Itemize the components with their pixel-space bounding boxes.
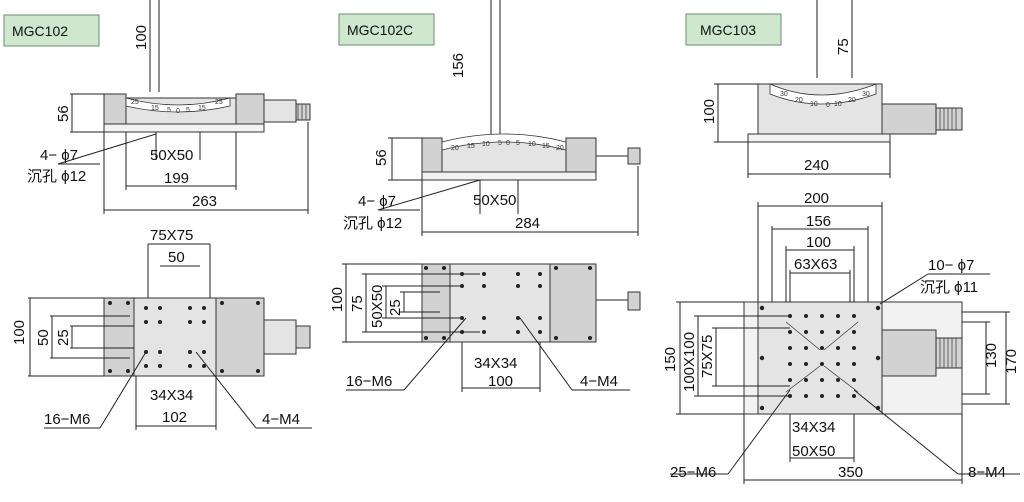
mgc103-top-h3: 75X75: [699, 335, 716, 378]
mgc102c-total-width: 284: [515, 215, 540, 232]
mgc102-total-width: 263: [192, 193, 217, 210]
mgc102-top-h2: 25: [55, 329, 72, 346]
svg-text:20: 20: [451, 145, 459, 152]
svg-text:10: 10: [834, 101, 842, 108]
svg-text:20: 20: [556, 145, 564, 152]
svg-text:0: 0: [176, 108, 180, 115]
mgc103-top-h2: 100X100: [681, 332, 698, 392]
mgc102c-top-view: 100 75 50X50 25 34X34 100 16−M6 4−M4: [329, 263, 641, 392]
mgc102-top-tap1: 16−M6: [44, 411, 90, 428]
mgc102-side-view: 100 25 15 5 0 5 15 25 56 4− ϕ7 沉孔 ϕ12 50…: [27, 0, 311, 214]
mgc102c-top-h2: 75: [349, 295, 366, 312]
mgc103-top-w2: 156: [806, 213, 831, 230]
mgc102-height-above: 100: [133, 25, 150, 50]
mgc103-top-w1: 200: [804, 190, 829, 207]
mgc102c-top-h3: 50X50: [369, 285, 386, 328]
svg-text:15: 15: [198, 105, 206, 112]
mgc103-top-pattern3: 50X50: [792, 443, 835, 460]
mgc103-top-counterbore: 沉孔 ϕ11: [920, 279, 978, 296]
svg-text:30: 30: [780, 91, 788, 98]
svg-text:25: 25: [215, 99, 223, 106]
svg-text:30: 30: [862, 91, 870, 98]
svg-text:5: 5: [186, 107, 190, 114]
mgc102c-top-h4: 25: [387, 299, 404, 316]
svg-text:10: 10: [528, 141, 536, 148]
mgc102c-holes: 4− ϕ7: [358, 193, 396, 210]
mgc103-top-tap2: 8−M4: [968, 464, 1006, 481]
mgc102-top-view: 75X75 50 100 50 25 34X34 102 16−M6 4−M4: [11, 227, 312, 430]
mgc102c-top-width: 100: [488, 373, 513, 390]
mgc102c-top-pattern3: 34X34: [474, 355, 517, 372]
mgc102-top-pattern2: 50: [168, 249, 185, 266]
mgc102c-pattern: 50X50: [473, 192, 516, 209]
mgc103-width: 240: [804, 157, 829, 174]
svg-text:15: 15: [151, 105, 159, 112]
mgc102-inner-width: 199: [164, 170, 189, 187]
svg-text:10: 10: [810, 101, 818, 108]
mgc102-top-height: 100: [11, 320, 28, 345]
mgc102c-height: 56: [373, 149, 390, 166]
model-label-mgc103: MGC103: [700, 22, 756, 38]
mgc103-top-h5: 170: [1003, 349, 1020, 374]
mgc103-top-holes: 10− ϕ7: [928, 257, 974, 274]
mgc102-top-tap2: 4−M4: [262, 411, 300, 428]
svg-text:5: 5: [167, 107, 171, 114]
mgc102-pattern: 50X50: [150, 147, 193, 164]
mgc103-height: 100: [701, 99, 718, 124]
svg-text:5: 5: [516, 140, 520, 147]
svg-text:5: 5: [498, 140, 502, 147]
mgc103-top-pattern2: 34X34: [792, 419, 835, 436]
mgc102-top-pattern1: 75X75: [150, 227, 193, 244]
mgc102c-counterbore: 沉孔 ϕ12: [343, 215, 402, 232]
mgc102-top-h1: 50: [35, 329, 52, 346]
mgc103-top-h4: 130: [983, 343, 1000, 368]
mgc103-top-view: 200 156 100 63X63 10− ϕ7 沉孔 ϕ11 150 100X…: [662, 190, 1020, 484]
mgc102-top-width: 102: [162, 409, 187, 426]
mgc103-top-tap1: 25−M6: [670, 464, 716, 481]
mgc102-holes: 4− ϕ7: [40, 147, 78, 164]
mgc103-top-width: 350: [838, 464, 863, 481]
model-tag-mgc102: MGC102: [3, 14, 100, 47]
model-tag-mgc102c: MGC102C: [338, 13, 435, 46]
svg-text:0: 0: [826, 102, 830, 109]
mgc103-height-above: 75: [835, 38, 852, 55]
model-label-mgc102c: MGC102C: [347, 22, 413, 38]
mgc102c-top-h1: 100: [329, 287, 346, 312]
svg-text:20: 20: [848, 97, 856, 104]
mgc103-top-h1: 150: [662, 347, 679, 372]
model-tag-mgc103: MGC103: [685, 13, 782, 46]
svg-text:0: 0: [506, 140, 510, 147]
svg-text:15: 15: [467, 143, 475, 150]
mgc102c-side-view: 156 20 15 10 5 0 5 10 15 20 56 4− ϕ7 沉孔 …: [343, 0, 641, 236]
svg-text:10: 10: [482, 141, 490, 148]
mgc103-top-pattern1: 63X63: [794, 256, 837, 273]
mgc102-counterbore: 沉孔 ϕ12: [27, 168, 86, 185]
svg-text:25: 25: [131, 99, 139, 106]
mgc102-height: 56: [55, 105, 72, 122]
mgc103-side-view: 75 30 20 10 0 10 20 30 100 240: [701, 0, 963, 178]
mgc103-top-w3: 100: [806, 234, 831, 251]
model-label-mgc102: MGC102: [12, 23, 68, 39]
mgc102c-height-above: 156: [450, 53, 467, 78]
svg-text:20: 20: [795, 97, 803, 104]
mgc102-top-pattern3: 34X34: [150, 387, 193, 404]
mgc102c-top-tap1: 16−M6: [346, 373, 392, 390]
mgc102c-top-tap2: 4−M4: [580, 373, 618, 390]
svg-text:15: 15: [542, 143, 550, 150]
